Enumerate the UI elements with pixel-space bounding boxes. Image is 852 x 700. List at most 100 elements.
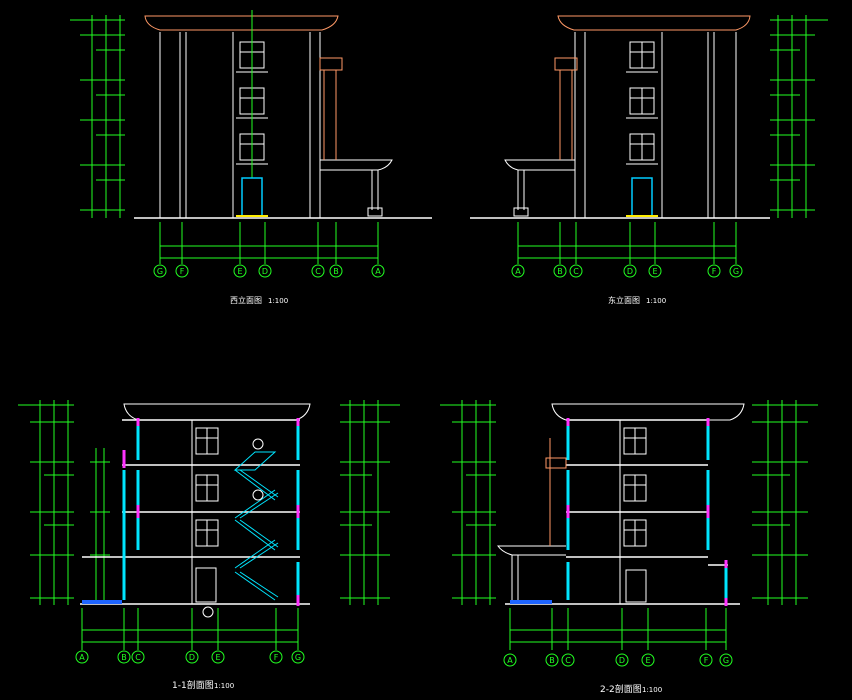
axis-bubble: F [269,650,283,664]
svg-text:E: E [237,267,242,276]
axis-bubble: D [615,653,629,667]
sec1-glass-walls [122,425,300,600]
west-left-dimensions [70,15,125,218]
sec2-beam-marks [566,418,728,606]
west-elevation: G F E D C B A 西立面图 1:100 [70,10,432,305]
axis-bubble: A [511,264,525,278]
svg-text:G: G [733,267,739,276]
sec1-right-dimensions [340,400,400,605]
axis-bubble: D [623,264,637,278]
axis-bubble: B [553,264,567,278]
svg-text:C: C [135,653,141,662]
east-right-dimensions [770,15,828,218]
axis-bubble: C [131,650,145,664]
sec2-ground-slab [510,600,552,604]
east-side-tower [554,57,578,160]
east-title: 东立面图 [608,295,640,305]
axis-bubble: B [545,653,559,667]
axis-bubble: F [175,264,189,278]
sec2-glass-walls [566,425,728,600]
axis-bubble: F [699,653,713,667]
svg-text:D: D [189,653,195,662]
axis-bubble: D [185,650,199,664]
axis-bubble: G [291,650,305,664]
axis-bubble: C [569,264,583,278]
svg-text:B: B [333,267,339,276]
svg-text:C: C [573,267,579,276]
sec1-interior-windows [191,420,219,604]
sec1-inner-dimensions [90,448,110,600]
west-entry-door [241,177,263,217]
west-title: 西立面图 [230,295,262,305]
axis-bubble: E [648,264,662,278]
east-bottom-dimensions [517,222,737,264]
sec1-staircase [233,451,279,601]
svg-text:F: F [712,267,717,276]
sec2-canopy [497,545,566,600]
west-bottom-dimensions [159,222,379,264]
west-axis-bubbles: G F E D C B A [153,264,385,278]
axis-bubble: G [729,264,743,278]
svg-text:C: C [565,656,571,665]
svg-text:F: F [274,653,279,662]
axis-bubble: A [75,650,89,664]
svg-text:A: A [79,653,85,662]
sec1-bottom-dimensions [81,608,299,650]
east-side-canopy [504,159,575,217]
svg-text:G: G [295,653,301,662]
axis-bubble: E [211,650,225,664]
sec1-roof-cornice [123,403,311,421]
axis-bubble: E [233,264,247,278]
axis-bubble: G [719,653,733,667]
sec2-title: 2-2剖面图 [600,683,642,695]
east-scale: 1:100 [646,297,666,305]
svg-text:D: D [627,267,633,276]
svg-text:B: B [549,656,555,665]
svg-text:E: E [215,653,220,662]
svg-text:A: A [507,656,513,665]
sec2-scale: 1:100 [642,686,662,694]
section-2-2: A B C D E F G 2-2剖面图 1:100 [440,400,818,695]
axis-bubble: D [258,264,272,278]
axis-bubble: A [503,653,517,667]
sec2-axis-bubbles: A B C D E F G [503,653,733,667]
sec1-left-dimensions [18,400,74,605]
axis-bubble: F [707,264,721,278]
sec1-axis-bubbles: A B C D E F G [75,650,305,664]
axis-bubble: A [371,264,385,278]
svg-text:A: A [515,267,521,276]
sec2-left-dimensions [440,400,496,605]
svg-text:D: D [262,267,268,276]
svg-text:F: F [704,656,709,665]
axis-bubble: C [561,653,575,667]
sec1-section-marks [202,438,264,618]
sec1-beam-marks [122,418,300,606]
sec2-side-tower [545,438,567,546]
svg-text:C: C [315,267,321,276]
svg-text:B: B [557,267,563,276]
sec2-floor-slabs [566,419,728,566]
axis-bubble: B [117,650,131,664]
sec2-right-dimensions [752,400,818,605]
sec1-ground-slab [82,600,122,604]
svg-text:D: D [619,656,625,665]
east-axis-bubbles: A B C D E F G [511,264,743,278]
svg-text:G: G [723,656,729,665]
svg-text:E: E [645,656,650,665]
svg-text:F: F [180,267,185,276]
svg-text:E: E [652,267,657,276]
svg-text:G: G [157,267,163,276]
sec1-scale: 1:100 [214,682,234,690]
west-main-wall [159,32,321,218]
sec2-roof-cornice [551,403,745,421]
west-scale: 1:100 [268,297,288,305]
svg-text:B: B [121,653,127,662]
west-cornice [144,15,339,31]
west-side-tower [319,57,343,160]
sec1-floor-slabs [82,419,300,558]
axis-bubble: B [329,264,343,278]
sec2-bottom-dimensions [509,608,727,650]
svg-text:A: A [375,267,381,276]
sec1-title: 1-1剖面图 [172,679,214,691]
